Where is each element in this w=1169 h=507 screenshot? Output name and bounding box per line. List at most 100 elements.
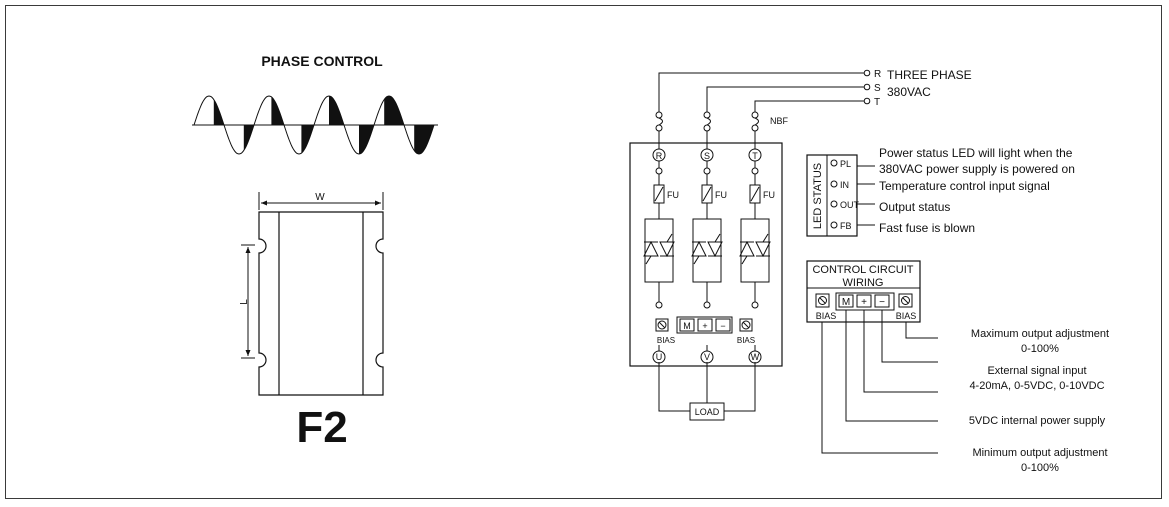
- terminal-m-label: M: [683, 321, 691, 331]
- supply-phase-s: S: [874, 83, 881, 94]
- phase-control-waveform: [192, 95, 438, 155]
- scr-pair-frame: [740, 218, 770, 283]
- leader-external-signal-minus: [881, 310, 938, 363]
- led-description: 380VAC power supply is powered on: [879, 162, 1075, 176]
- terminal-plus-label: +: [702, 321, 707, 331]
- wiring-bias-pot-left-icon: [818, 296, 827, 305]
- desc-min-output-2: 0-100%: [1021, 462, 1059, 474]
- load-box: [689, 402, 725, 421]
- wiring-terminal-minus: [874, 294, 890, 308]
- node: [655, 167, 663, 175]
- diagram-frame: [5, 5, 1162, 499]
- scr-up-gate: [741, 255, 748, 265]
- wiring-bias-pot-left: [815, 293, 830, 308]
- control-wiring-title-2: WIRING: [843, 277, 884, 289]
- bias-label-left: BIAS: [657, 336, 675, 345]
- fuse-label: FU: [763, 190, 775, 200]
- leader-max-output: [905, 322, 938, 339]
- bias-pot-right: [739, 318, 753, 332]
- led-code: PL: [840, 159, 851, 169]
- output-terminal-label: U: [656, 352, 663, 362]
- led-row-fb: FB Fast fuse is blown: [830, 221, 975, 235]
- load-wire-w: [724, 362, 756, 412]
- wiring-terminal-m-label: M: [842, 297, 850, 308]
- three-phase-supply: R S T THREE PHASE 380VAC NBF: [655, 68, 972, 149]
- led-list: PL Power status LED will light when the 38…: [830, 146, 1075, 235]
- control-wiring-title-1: CONTROL CIRCUIT: [812, 264, 913, 276]
- supply-terminal-r: [863, 69, 871, 77]
- fuse-label: FU: [667, 190, 679, 200]
- load-wire-u: [658, 362, 690, 412]
- bias-pot-left-wiper: [658, 321, 666, 329]
- scr-pair-frame: [644, 218, 674, 283]
- scr-down-gate: [762, 233, 769, 243]
- waveform-sine: [193, 95, 435, 155]
- output-terminal-label: W: [751, 352, 760, 362]
- led-description: Power status LED will light when the: [879, 146, 1073, 160]
- desc-5vdc: 5VDC internal power supply: [969, 415, 1106, 427]
- leader-external-signal-plus: [863, 310, 938, 393]
- bias-pot-left-icon: [657, 320, 667, 330]
- model-code: F2: [296, 403, 347, 452]
- desc-max-output-2: 0-100%: [1021, 343, 1059, 355]
- breaker-bottom-contact: [703, 124, 711, 132]
- scr-pair-frame: [692, 218, 722, 283]
- scr-down-gate: [714, 233, 721, 243]
- module-schematic-box: [629, 142, 783, 367]
- terminal-minus-label: −: [720, 321, 725, 331]
- waveform-conduction-fill: [213, 96, 434, 154]
- dimension-drawing: W L F2: [239, 192, 384, 452]
- fuse-element: [702, 186, 712, 202]
- control-wiring-panel: CONTROL CIRCUIT WIRING M + − BIAS BIAS M…: [806, 260, 1109, 474]
- wiring-terminal-plus-label: +: [861, 297, 867, 308]
- scr-up-gate: [645, 255, 652, 265]
- supply-terminal-s: [863, 83, 871, 91]
- control-terminal-block: [676, 316, 733, 334]
- led-code: OUT: [840, 200, 860, 210]
- breaker-top-contact: [703, 111, 711, 119]
- breaker-label: NBF: [770, 116, 789, 126]
- desc-external-signal-1: External signal input: [987, 365, 1086, 377]
- scr-down: [707, 241, 723, 258]
- bias-pot-right-wiper: [742, 321, 750, 329]
- load-label: LOAD: [695, 407, 720, 417]
- wiring-terminal-plus: [856, 294, 872, 308]
- breaker-bottom-contact: [751, 124, 759, 132]
- terminal-m-box: [679, 318, 695, 332]
- wiring-bias-pot-right: [898, 293, 913, 308]
- wiring-bias-pot-right-wiper: [902, 297, 909, 304]
- breaker-arc: [658, 117, 663, 126]
- breaker-arc: [754, 117, 759, 126]
- supply-phase-t: T: [874, 97, 880, 108]
- wiring-bias-left-label: BIAS: [816, 311, 837, 321]
- scr-down: [659, 241, 675, 258]
- bias-label-right: BIAS: [737, 336, 755, 345]
- led-indicator-icon: [830, 180, 838, 188]
- phase-control-title: PHASE CONTROL: [261, 53, 383, 69]
- led-description: Fast fuse is blown: [879, 221, 975, 235]
- module-control-strip: M + − BIAS BIAS: [655, 316, 755, 345]
- terminal-minus-box: [715, 318, 731, 332]
- supply-line-s: [706, 86, 864, 112]
- supply-line-r: [658, 72, 864, 112]
- breaker-arc: [706, 117, 711, 126]
- leader-min-output: [821, 322, 938, 454]
- breaker-group: [655, 111, 759, 149]
- scr-down-gate: [666, 233, 673, 243]
- breaker-top-contact: [751, 111, 759, 119]
- led-status-box: [806, 154, 858, 237]
- wiring-bias-right-label: BIAS: [896, 311, 917, 321]
- voltage-label: 380VAC: [887, 85, 931, 99]
- led-code: FB: [840, 221, 852, 231]
- fuse-label: FU: [715, 190, 727, 200]
- node: [703, 301, 711, 309]
- bias-pot-left: [655, 318, 669, 332]
- node: [655, 301, 663, 309]
